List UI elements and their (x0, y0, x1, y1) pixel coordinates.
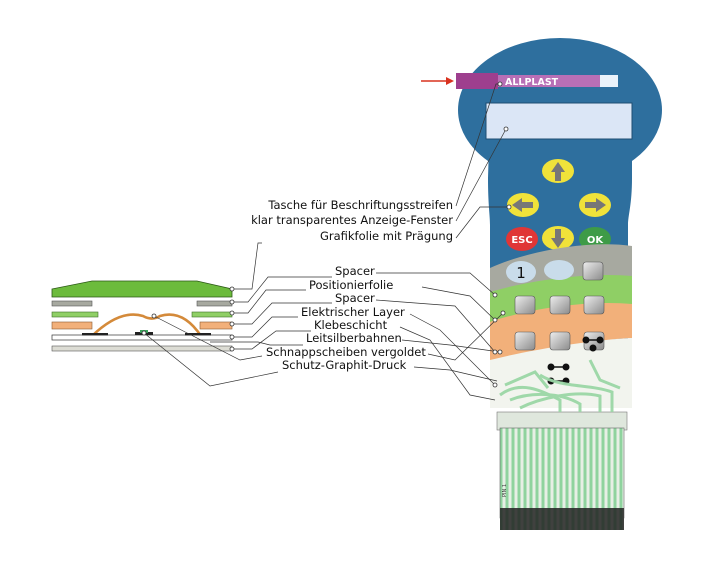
positioning-foil-layer-right (191, 311, 233, 318)
label-window-text: klar transparentes Anzeige-Fenster (251, 213, 453, 227)
keypad-illustration: PIN 1 ALLPLAST (421, 38, 662, 530)
label-graphite-text: Schutz-Graphit-Druck (282, 358, 407, 372)
leader-lines (143, 83, 509, 401)
key-esc: ESC (506, 227, 538, 251)
silver-trace-left (82, 333, 108, 336)
positioning-foil-layer (51, 311, 99, 318)
silver-trace-right (185, 333, 211, 336)
spacer-layer-2-right (199, 321, 233, 330)
tactile-keys (514, 261, 605, 351)
key-1-label: 1 (516, 264, 526, 282)
flex-tail: PIN 1 (496, 411, 628, 530)
layer-cross-section (51, 280, 233, 352)
arrow-right-icon (585, 198, 606, 212)
key-left (507, 193, 539, 217)
graphic-foil-layer (51, 280, 233, 298)
arrow-down-icon (551, 229, 565, 248)
label-positioning-text: Positionierfolie (309, 278, 393, 292)
label-domes-text: Schnappscheiben vergoldet (266, 345, 426, 359)
key-right (579, 193, 611, 217)
ok-label: OK (587, 235, 605, 246)
brand-label: ALLPLAST (505, 77, 559, 88)
base-layer (51, 345, 233, 352)
arrow-left-icon (512, 198, 533, 212)
label-electrical-text: Elektrischer Layer (301, 305, 405, 319)
leader-dots (141, 81, 512, 388)
spacer-layer-2 (51, 321, 93, 330)
display-window (485, 102, 633, 140)
label-graphic-foil-text: Grafikfolie mit Prägung (320, 229, 453, 243)
arrow-up-icon (551, 162, 565, 181)
snap-dome (91, 313, 203, 337)
spacer-layer-1-right (196, 300, 233, 307)
label-spacer-2-text: Spacer (335, 291, 375, 305)
label-pocket-text: Tasche für Beschriftungsstreifen (267, 198, 453, 212)
label-adhesive-text: Klebeschicht (314, 318, 388, 332)
key-1: 1 (506, 261, 536, 283)
layer-band-white (490, 338, 632, 408)
insert-arrow-icon (421, 77, 454, 85)
key-down (542, 226, 574, 250)
pin-1-mark: PIN 1 (502, 484, 508, 497)
esc-label: ESC (511, 235, 532, 246)
silver-traces (499, 359, 621, 412)
callout-labels: Tasche für Beschriftungsstreifen klar tr… (251, 198, 453, 372)
key-2 (544, 260, 574, 280)
label-pocket: ALLPLAST (456, 73, 618, 89)
label-traces-text: Leitsilberbahnen (306, 331, 402, 345)
spacer-layer-1 (51, 300, 93, 307)
electrical-layer (51, 334, 233, 341)
key-up (542, 159, 574, 183)
label-spacer-1-text: Spacer (335, 264, 375, 278)
